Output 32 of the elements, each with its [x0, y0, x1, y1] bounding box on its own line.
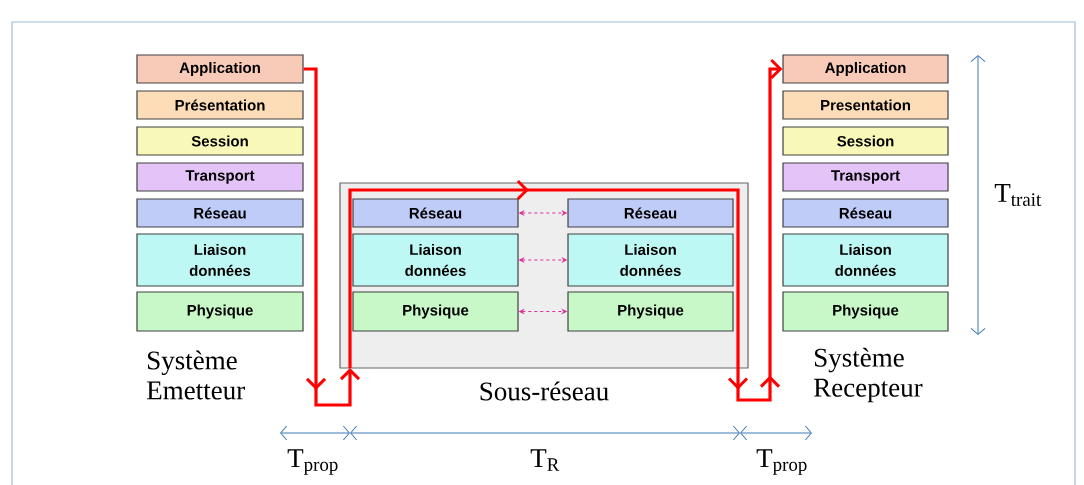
layer-box: Liaison données: [782, 233, 949, 287]
dimension-label: T$_{R}$: [530, 449, 560, 471]
dimension-label: T$_{prop}$: [756, 449, 807, 475]
layer-box: Session: [136, 126, 304, 156]
layer-box: Presentation: [782, 90, 949, 120]
dimension-label: T$_{trait}$: [994, 184, 1042, 206]
layer-box: Physique: [782, 291, 949, 332]
layer-box: Application: [136, 54, 304, 84]
system-label: Système Emetteur: [147, 350, 245, 400]
layer-box: Réseau: [782, 198, 949, 228]
layer-box: Physique: [136, 291, 304, 332]
layer-box: Présentation: [136, 90, 304, 120]
system-label: Système Recepteur: [814, 347, 923, 403]
layer-box: Session: [782, 126, 949, 156]
layer-box: Application: [782, 54, 949, 84]
layer-box: Transport: [782, 162, 949, 192]
layer-box: Liaison données: [567, 233, 734, 287]
arrow: [303, 67, 361, 407]
arrow: [348, 58, 783, 402]
layer-box: Physique: [567, 291, 734, 332]
layer-box: Réseau: [136, 198, 304, 228]
layer-box: Liaison données: [352, 233, 519, 287]
arrow: [519, 309, 567, 314]
arrow: [519, 210, 567, 216]
subnet-heading: Sous-réseau: [480, 381, 609, 401]
dimension-label: T$_{prop}$: [287, 449, 338, 475]
layer-box: Physique: [352, 291, 519, 332]
arrow: [519, 257, 567, 263]
layer-box: Réseau: [352, 198, 519, 228]
layer-box: Transport: [136, 162, 304, 192]
layer-box: Liaison données: [136, 233, 304, 287]
layer-box: Réseau: [567, 198, 734, 228]
